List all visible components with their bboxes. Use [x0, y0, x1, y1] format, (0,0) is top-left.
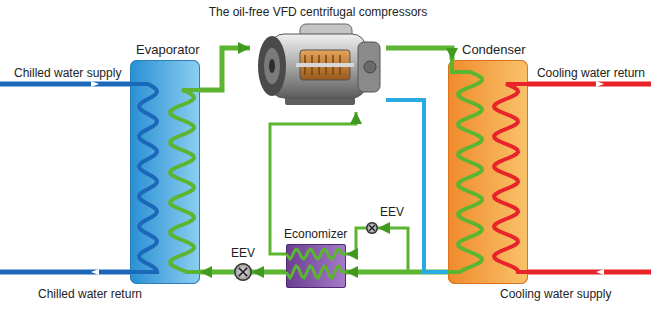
water-line-label: Chilled water return	[38, 288, 142, 302]
refrigerant-line	[270, 112, 356, 254]
heat-exchanger-coil	[448, 60, 482, 272]
compressor-shaft	[269, 59, 275, 73]
compressor-inlet	[258, 36, 286, 96]
flow-arrow	[91, 269, 99, 275]
coil-layer	[130, 60, 200, 284]
chilled-water-pipe	[0, 82, 131, 87]
node-heading: The oil-free VFD centrifugal compressors	[209, 6, 428, 20]
coil-layer	[286, 244, 346, 288]
refrigerant-line	[200, 48, 250, 90]
expansion-valve: EEV	[234, 263, 252, 281]
refrigerant-line	[378, 228, 448, 272]
economizer-box: Economizer	[286, 244, 346, 288]
refrigerant-line	[252, 270, 286, 275]
cooling-water-pipe	[527, 82, 651, 87]
compressor-end-housing	[358, 42, 380, 92]
refrigerant-line	[346, 228, 366, 254]
valve-cross	[369, 225, 375, 231]
refrigerant-line	[386, 100, 448, 272]
bearing	[364, 61, 376, 73]
heat-exchanger-coil	[130, 84, 157, 272]
cooling-water-pipe	[527, 270, 651, 275]
compressor-illustration	[258, 24, 380, 105]
node-heading: EEV	[380, 206, 404, 220]
water-line-label: Cooling water return	[537, 67, 645, 81]
heat-exchanger-coil	[286, 266, 346, 278]
flow-arrow	[91, 81, 99, 87]
flow-arrow	[596, 269, 604, 275]
node-heading: EEV	[231, 247, 255, 261]
heat-exchanger-coil	[494, 84, 528, 272]
water-line-label: Cooling water supply	[500, 288, 611, 302]
valve-cross	[366, 222, 378, 234]
condenser-box: Condenser	[448, 60, 528, 284]
node-heading: Condenser	[462, 43, 526, 58]
node-heading: Economizer	[284, 228, 347, 242]
rotor-shaft	[296, 63, 354, 67]
node-heading: Evaporator	[136, 43, 200, 58]
compressor-inlet-ring	[264, 48, 280, 84]
compressor-node: The oil-free VFD centrifugal compressors	[250, 22, 386, 112]
heat-exchanger-coil	[170, 90, 200, 272]
refrigerant-line	[386, 48, 452, 60]
coil-layer	[448, 60, 528, 284]
refrigerant-line	[200, 270, 234, 275]
water-line-label: Chilled water supply	[14, 67, 121, 81]
evaporator-box: Evaporator	[130, 60, 200, 284]
chilled-water-pipe	[0, 270, 131, 275]
expansion-valve: EEV	[366, 222, 378, 234]
valve-cross	[234, 263, 252, 281]
valve-cross	[239, 268, 247, 276]
flow-arrow	[596, 81, 604, 87]
heat-exchanger-coil	[286, 249, 346, 259]
